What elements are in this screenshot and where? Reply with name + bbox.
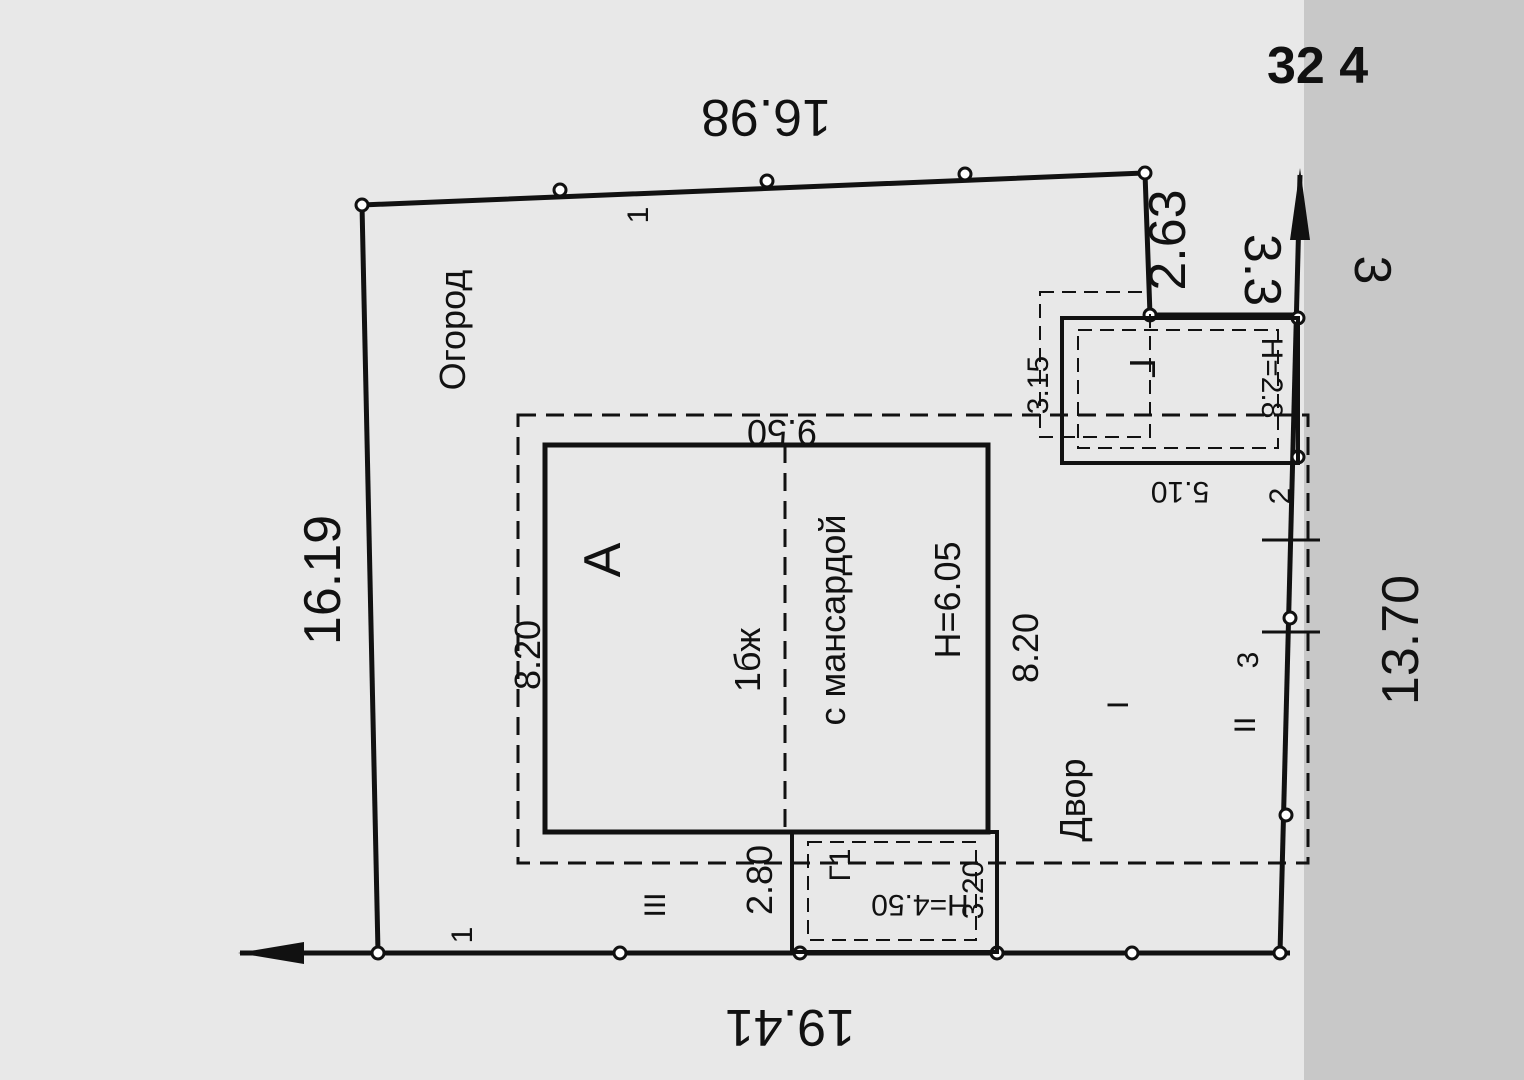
annex-g1-dim-b: 3.20 <box>957 861 990 919</box>
yard-label: Двор <box>1052 758 1093 841</box>
left-length-label: 16.19 <box>294 515 352 645</box>
wall-type-left: 1 <box>446 927 479 944</box>
boundary-right-line <box>1277 174 1303 954</box>
gate-mark-top: 3 <box>1232 652 1265 669</box>
garage-g-dim-a: 3.15 <box>1022 356 1055 414</box>
house-material: 1бж <box>727 628 768 692</box>
house-length-outer: 9.50 <box>747 412 817 453</box>
bottom-length-label: 19.41 <box>725 998 855 1056</box>
rotated-drawing: 32 4 <box>1267 37 1368 95</box>
garage-g-label: Г <box>1122 358 1163 378</box>
arrow-top-right-icon <box>1290 168 1310 240</box>
corner-offset-label: 2.63 <box>1139 189 1197 290</box>
annex-g1-height: Н=4.50 <box>871 888 969 921</box>
garage-g-dim-b: 5.10 <box>1151 475 1209 508</box>
right-length-label: 13.70 <box>1372 575 1430 705</box>
wall-type-right-3: 3 <box>1343 256 1401 285</box>
garage-g-height: Н=2.8 <box>1255 338 1288 419</box>
house-width-left: 8.20 <box>507 620 548 690</box>
top-cut-text: 32 4 <box>1267 37 1368 95</box>
garage-g <box>1060 316 1300 465</box>
garage-g-dim-c: 3.3 <box>1233 234 1291 306</box>
house-a <box>542 442 991 835</box>
house-note: с мансардой <box>812 514 853 725</box>
house-height: Н=6.05 <box>927 541 968 658</box>
annex-g1-label: Г1 <box>824 849 857 882</box>
gate-mark-left: III <box>639 892 672 917</box>
house-width-right: 8.20 <box>1005 613 1046 683</box>
top-length-label: 16.98 <box>701 88 831 146</box>
house-letter: А <box>574 542 632 577</box>
wall-type-right: 2 <box>1264 488 1297 505</box>
annex-g1 <box>790 830 999 954</box>
paper <box>0 0 1304 1080</box>
gate-mark-right: II <box>1229 717 1262 734</box>
north-arrow-left-icon <box>238 942 304 964</box>
boundary-left-line <box>359 204 381 953</box>
garage-g-outer-dashed <box>1039 291 1151 438</box>
yard-mark: I <box>1102 701 1135 709</box>
garage-g-dashed <box>1077 329 1279 449</box>
boundary-top-line <box>361 170 1300 318</box>
garden-label: Огород <box>432 270 473 391</box>
wall-type-top: 1 <box>622 207 655 224</box>
annex-g1-dim-a: 2.80 <box>739 845 780 915</box>
house-outer-dashed <box>516 413 1310 865</box>
